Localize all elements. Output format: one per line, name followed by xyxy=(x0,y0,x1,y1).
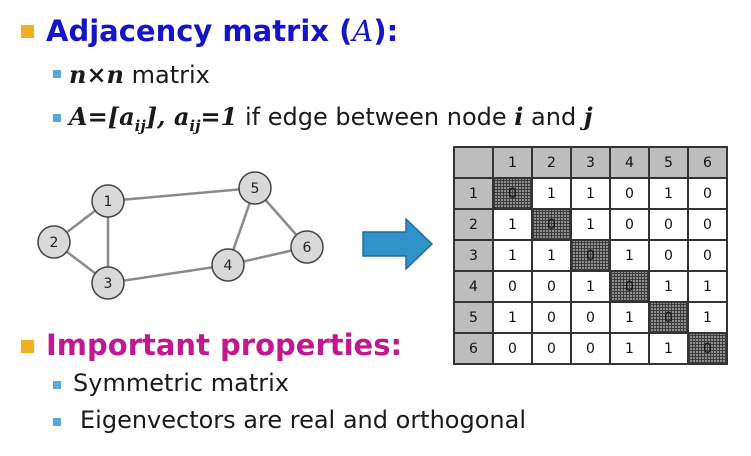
sub-bullet xyxy=(53,418,61,426)
matrix-col-header: 1 xyxy=(492,146,533,179)
graph-node-label: 3 xyxy=(104,276,113,292)
matrix-cell: 1 xyxy=(609,301,650,334)
matrix-cell: 0 xyxy=(531,270,572,303)
heading-bullet xyxy=(21,340,34,353)
matrix-cell: 0 xyxy=(609,270,650,303)
sub-bullet xyxy=(53,70,61,78)
matrix-cell: 0 xyxy=(609,208,650,241)
sub-bullet xyxy=(53,381,61,389)
bullet-nxn-matrix: n×n matrix xyxy=(69,60,210,89)
matrix-cell: 1 xyxy=(570,270,611,303)
matrix-col-header: 4 xyxy=(609,146,650,179)
matrix-col-header: 2 xyxy=(531,146,572,179)
property-item: Symmetric matrix xyxy=(73,369,289,397)
matrix-cell: 1 xyxy=(492,208,533,241)
graph-node-6: 6 xyxy=(290,230,324,264)
graph-nodes: 1 2 3 4 5 6 xyxy=(37,171,324,300)
matrix-cell: 1 xyxy=(687,270,728,303)
matrix-cell: 1 xyxy=(492,239,533,272)
example-graph: 1 2 3 4 5 6 xyxy=(37,171,324,300)
heading-bullet xyxy=(21,25,34,38)
graph-node-label: 5 xyxy=(251,181,260,197)
arrow-right-icon xyxy=(362,218,434,270)
arrow-shape xyxy=(362,218,434,270)
matrix-cell: 1 xyxy=(648,270,689,303)
graph-node-label: 2 xyxy=(50,235,59,251)
matrix-cell: 0 xyxy=(531,332,572,365)
sub-bullet xyxy=(53,114,61,122)
matrix-row-header: 1 xyxy=(453,177,494,210)
matrix-cell: 0 xyxy=(687,177,728,210)
matrix-cell: 1 xyxy=(531,177,572,210)
matrix-cell: 0 xyxy=(570,332,611,365)
matrix-cell: 0 xyxy=(531,301,572,334)
graph-node-circle xyxy=(238,171,272,205)
matrix-cell: 0 xyxy=(687,208,728,241)
matrix-cell: 1 xyxy=(648,177,689,210)
matrix-cell: 0 xyxy=(492,177,533,210)
matrix-cell: 0 xyxy=(648,239,689,272)
matrix-cell: 1 xyxy=(570,208,611,241)
graph-node-label: 4 xyxy=(224,258,233,274)
heading-adjacency-matrix: Adjacency matrix (A): xyxy=(46,14,399,48)
matrix-corner-cell xyxy=(453,146,494,179)
graph-edge-1-5 xyxy=(107,186,256,203)
matrix-cell: 1 xyxy=(687,301,728,334)
graph-node-circle xyxy=(91,184,125,218)
matrix-symbol: A xyxy=(352,14,374,48)
matrix-col-header: 3 xyxy=(570,146,611,179)
matrix-row-header: 2 xyxy=(453,208,494,241)
matrix-cell: 0 xyxy=(531,208,572,241)
matrix-cell: 0 xyxy=(687,332,728,365)
matrix-cell: 1 xyxy=(570,177,611,210)
matrix-cell: 1 xyxy=(609,239,650,272)
matrix-cell: 1 xyxy=(492,301,533,334)
graph-node-label: 6 xyxy=(303,240,312,256)
matrix-cell: 0 xyxy=(570,301,611,334)
matrix-cell: 0 xyxy=(687,239,728,272)
matrix-cell: 1 xyxy=(609,332,650,365)
heading-important-properties: Important properties: xyxy=(46,328,403,362)
matrix-cell: 0 xyxy=(492,332,533,365)
graph-node-1: 1 xyxy=(91,184,125,218)
matrix-row-header: 4 xyxy=(453,270,494,303)
matrix-row-header: 5 xyxy=(453,301,494,334)
matrix-cell: 0 xyxy=(609,177,650,210)
matrix-cell: 0 xyxy=(570,239,611,272)
matrix-row-header: 3 xyxy=(453,239,494,272)
graph-node-4: 4 xyxy=(211,248,245,282)
matrix-cell: 1 xyxy=(648,332,689,365)
matrix-cell: 0 xyxy=(492,270,533,303)
graph-node-circle xyxy=(37,225,71,259)
matrix-cell: 0 xyxy=(648,208,689,241)
matrix-row-header: 6 xyxy=(453,332,494,365)
graph-node-3: 3 xyxy=(91,266,125,300)
bullet-definition: A=[aij], aij=1 if edge between node i an… xyxy=(69,102,593,135)
graph-node-circle xyxy=(211,248,245,282)
graph-edge-3-4 xyxy=(107,263,229,285)
graph-node-2: 2 xyxy=(37,225,71,259)
graph-node-label: 1 xyxy=(104,194,113,210)
matrix-cell: 1 xyxy=(531,239,572,272)
matrix-col-header: 6 xyxy=(687,146,728,179)
matrix-cell: 0 xyxy=(648,301,689,334)
matrix-col-header: 5 xyxy=(648,146,689,179)
graph-node-circle xyxy=(290,230,324,264)
graph-node-circle xyxy=(91,266,125,300)
graph-node-5: 5 xyxy=(238,171,272,205)
property-item: Eigenvectors are real and orthogonal xyxy=(80,406,526,434)
